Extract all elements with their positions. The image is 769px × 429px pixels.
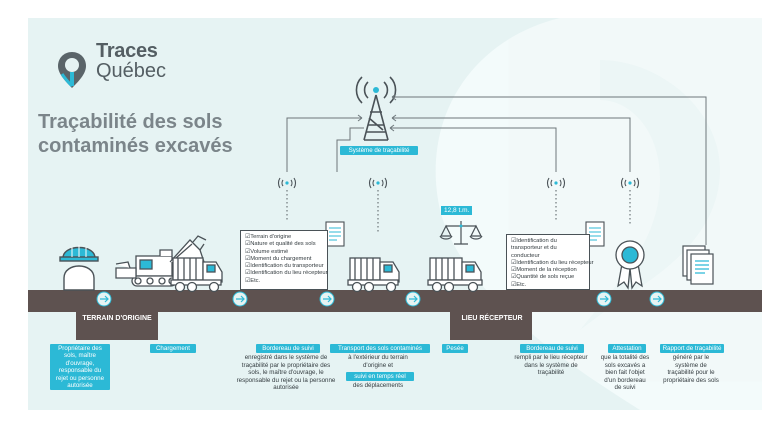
antenna-tower-icon [355,76,397,141]
hard-hat-worker-icon [59,245,99,291]
certificate-ribbon-icon [615,240,645,290]
dump-truck-icon [427,257,483,293]
step-label-owner: Propriétaire des sols, maître d'ouvrage,… [50,344,110,391]
weight-badge: 12,8 t.m. [441,206,473,215]
document-icon [325,221,345,247]
balance-scale-icon [439,221,483,245]
ground-label-origin: TERRAIN D'ORIGINE [82,315,152,322]
step-label-waybill-receiver: Bordereau de suivi [520,344,584,354]
report-documents-icon [682,245,714,285]
step-label-attestation: Attestation [608,344,646,354]
system-label: Système de traçabilité [340,146,418,156]
logo-word-traces: Traces [96,40,158,62]
checklist-card-origin: Terrain d'origine Nature et qualité des … [240,230,328,290]
receiver-ground-block [450,312,532,340]
checklist-item: Identification du lieu récepteur [511,260,593,267]
dump-truck-icon [347,257,400,293]
document-icon [585,221,605,247]
logo-word-quebec: Québec [96,60,167,82]
checklist-item: Terrain d'origine [245,234,323,241]
checklist-item: Volume estimé [245,249,323,256]
origin-ground-block [76,312,158,340]
ground-label-receiver: LIEU RÉCEPTEUR [461,315,523,322]
dotted-connectors [286,190,631,232]
step-label-loading: Chargement [150,344,196,354]
step-label-realtime: suivi en temps réel [346,372,414,382]
step-desc-realtime: des déplacements [352,382,404,389]
checklist-item: Etc. [511,282,585,289]
wifi-signal-icon [277,177,640,189]
arrow-right-icon [96,291,665,307]
ground-strip [28,290,762,312]
step-desc-transport: à l'extérieur du terrain d'origine et [348,354,408,369]
step-label-transport: Transport des sols contaminés [330,344,430,354]
location-pin-icon [58,52,86,88]
connection-lines [286,93,707,245]
checklist-item: Identification du transporteur [245,263,323,270]
step-desc-waybill-receiver: rempli par le lieu récepteur dans le sys… [514,354,588,377]
dump-truck-icon [170,257,223,293]
checklist-item: Moment de la réception [511,267,585,274]
step-label-waybill-origin: Bordereau de suivi [256,344,320,354]
checklist-item: Identification du lieu récepteur [245,270,327,277]
step-desc-report: généré par le système de traçabilité pou… [663,354,719,384]
step-desc-attestation: que la totalité des sols excavés a bien … [600,354,650,392]
checklist-item: Identification du transporteur et du con… [511,238,585,260]
step-desc-waybill-origin: enregistré dans le système de traçabilit… [236,354,336,392]
checklist-item: Nature et qualité des sols [245,241,323,248]
checklist-item: Etc. [245,278,323,285]
checklist-item: Quantité de sols reçue [511,274,585,281]
step-label-weighing: Pesée [442,344,468,354]
page-title: Traçabilité des sols contaminés excavés [38,111,233,157]
step-label-report: Rapport de traçabilité [660,344,724,354]
excavator-icon [115,235,207,287]
checklist-card-receiver: Identification du transporteur et du con… [506,234,594,290]
checklist-item: Moment du chargement [245,256,323,263]
